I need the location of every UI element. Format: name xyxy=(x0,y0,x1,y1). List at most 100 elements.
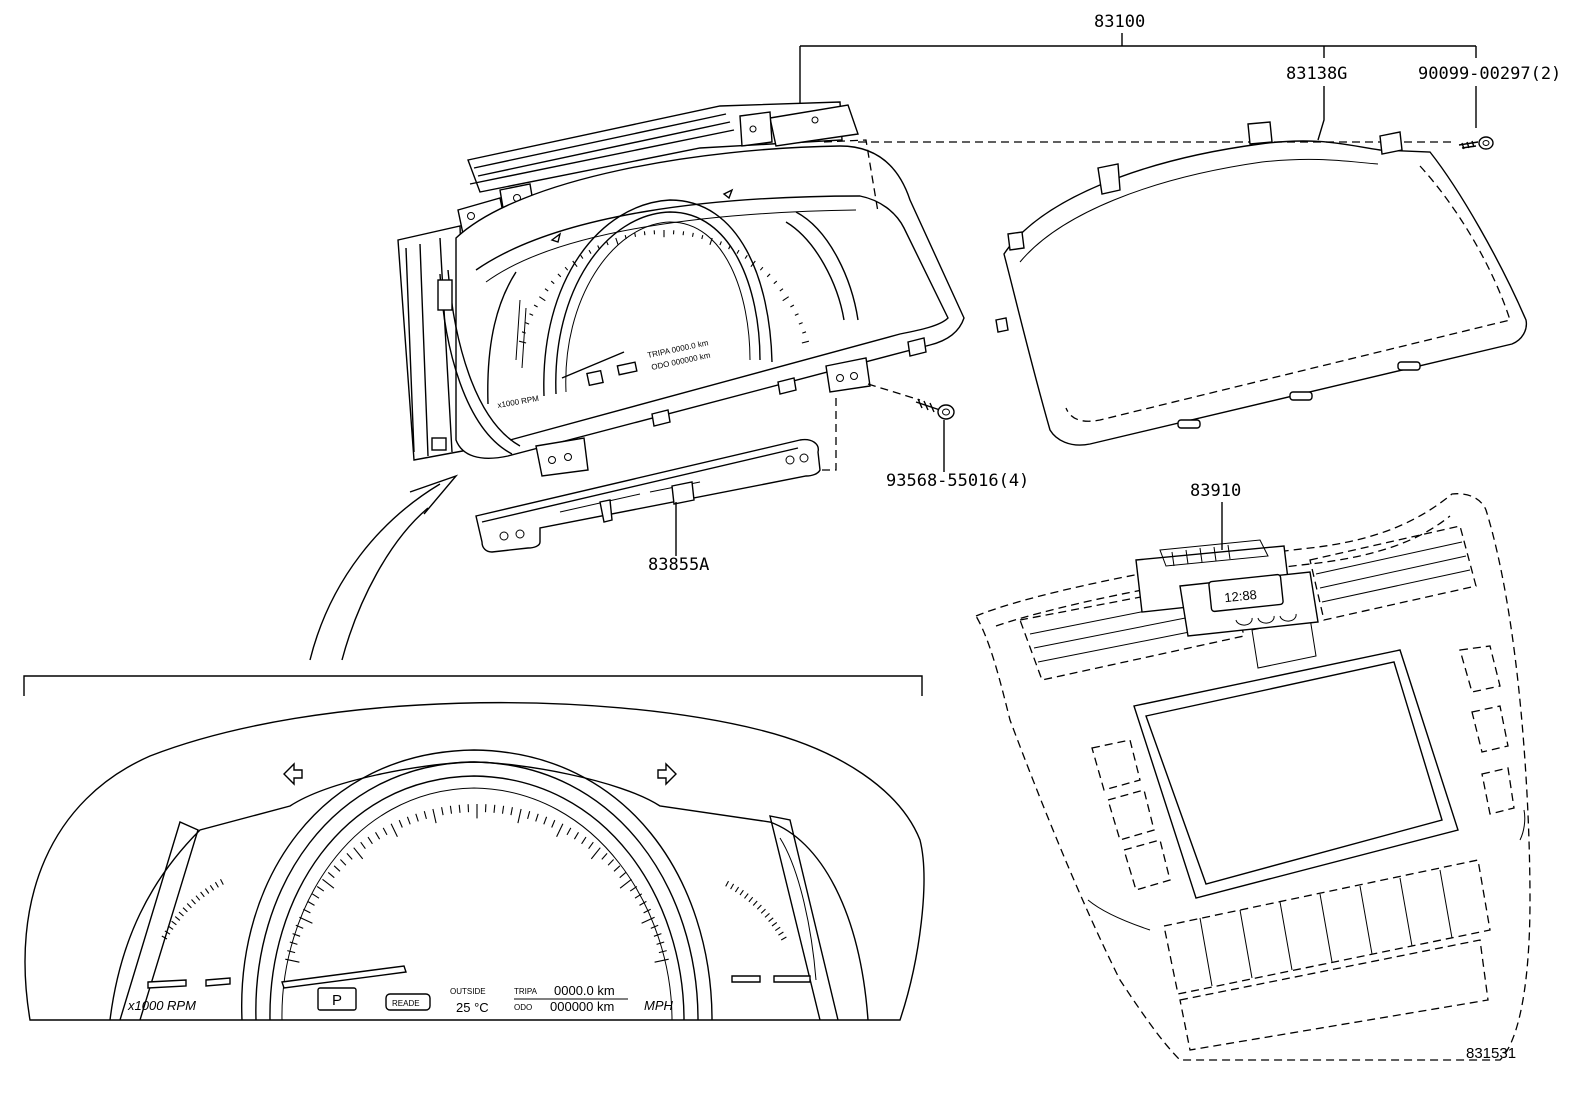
combination-meter-assembly: TRIPA 0000.0 km ODO 000000 km x1000 RPM xyxy=(397,101,965,477)
gauge-tick xyxy=(174,916,181,921)
right-turn-signal-icon xyxy=(657,762,677,786)
gear-indicator-box xyxy=(317,987,357,1011)
gauge-tick xyxy=(653,933,662,937)
gauge-tick xyxy=(639,900,647,906)
gauge-tick xyxy=(510,807,513,816)
gauge-tick xyxy=(643,231,646,236)
clock-display: 12:88 xyxy=(1224,587,1258,605)
gauge-tick xyxy=(606,241,609,246)
gauge-tick xyxy=(322,878,335,889)
gauge-tick xyxy=(493,804,496,813)
speed-unit: MPH xyxy=(644,998,674,1013)
gauge-tick xyxy=(581,836,587,845)
gauge-tick xyxy=(752,900,758,906)
trip-label: TRIPA xyxy=(514,987,538,996)
label-93568-55016: 93568-55016(4) xyxy=(886,471,1029,491)
clock-callout: 83910 xyxy=(1190,481,1241,550)
gauge-tick xyxy=(701,234,704,240)
gauge-tick xyxy=(458,804,461,813)
gear-indicator: P xyxy=(332,992,342,1009)
gauge-tick xyxy=(209,884,215,891)
tachometer-ticks xyxy=(161,879,224,940)
gauge-tick xyxy=(590,847,601,860)
assembly-callout: 83100 xyxy=(799,12,1477,112)
rpm-label: x1000 RPM xyxy=(127,998,196,1013)
gauge-tick xyxy=(525,322,530,325)
clock-unit: 12:88 xyxy=(1135,539,1319,637)
gauge-tick xyxy=(794,313,799,316)
gauge-tick xyxy=(801,340,810,344)
gauge-tick xyxy=(178,911,184,917)
gauge-tick xyxy=(730,883,735,890)
gauge-tick xyxy=(441,807,444,816)
gauge-tick xyxy=(327,871,335,879)
screw-icon xyxy=(1458,136,1494,150)
gauge-tick xyxy=(182,907,188,913)
gauge-tick xyxy=(756,904,762,910)
gauge-tick xyxy=(764,912,770,918)
gauge-tick xyxy=(656,941,665,945)
gauge-tick xyxy=(782,296,790,302)
gauge-tick xyxy=(750,260,756,268)
gauge-tick xyxy=(774,926,781,932)
gauge-tick xyxy=(543,816,548,825)
gauge-tick xyxy=(398,819,403,828)
gauge-tick xyxy=(607,859,614,866)
gauge-tick xyxy=(538,296,546,302)
screw-meter-callout: 93568-55016(4) xyxy=(816,383,1029,491)
label-83138G: 83138G xyxy=(1286,64,1347,84)
odo-value: 000000 km xyxy=(550,999,614,1014)
ready-indicator-box xyxy=(385,993,431,1011)
gauge-tick xyxy=(353,847,364,860)
gauge-tick xyxy=(709,237,713,245)
gauge-tick xyxy=(748,896,754,903)
gauge-tick xyxy=(728,245,731,250)
gauge-tick xyxy=(449,805,453,814)
lens-callout: 83138G xyxy=(1286,64,1347,141)
gauge-tick xyxy=(501,805,505,814)
bracket-83855A: 83855A xyxy=(475,438,821,575)
gauge-tick xyxy=(340,859,347,866)
gauge-tick xyxy=(299,916,313,924)
gauge-tick xyxy=(658,950,667,954)
right-gauge-ticks xyxy=(725,880,787,941)
label-90099-00297: 90099-00297(2) xyxy=(1418,64,1561,84)
gauge-tick xyxy=(588,841,594,850)
gauge-tick xyxy=(650,924,659,929)
detail-view: x1000 RPM P READE OUTSIDE 25 °C TRIPA 00… xyxy=(23,675,925,1021)
gauge-tick xyxy=(779,288,784,292)
label-83910: 83910 xyxy=(1190,481,1241,501)
gauge-tick xyxy=(220,879,224,885)
gauge-tick xyxy=(597,245,600,250)
screw-icon xyxy=(915,398,955,420)
gauge-tick xyxy=(375,832,381,840)
meter-lens-83138G xyxy=(995,121,1528,446)
gauge-tick xyxy=(725,880,729,887)
outside-temp: 25 °C xyxy=(456,1000,489,1015)
gauge-tick xyxy=(287,950,296,954)
odo-label: ODO xyxy=(514,1003,532,1012)
gauge-tick xyxy=(557,273,562,278)
gauge-tick xyxy=(624,234,627,240)
gauge-tick xyxy=(601,853,608,860)
gauge-tick xyxy=(292,933,301,937)
screw-lens-callout: 90099-00297(2) xyxy=(858,64,1561,150)
trip-value: 0000.0 km xyxy=(554,983,615,998)
gauge-tick xyxy=(682,231,685,236)
gauge-tick xyxy=(200,891,205,898)
gauge-tick xyxy=(406,816,411,825)
speedo-needle xyxy=(281,965,407,989)
detail-arrow xyxy=(309,474,459,661)
gauge-tick xyxy=(566,827,572,836)
gauge-tick xyxy=(415,813,419,822)
gauge-tick xyxy=(544,288,549,292)
gauge-tick xyxy=(556,823,564,838)
gauge-tick xyxy=(311,893,320,899)
gauge-tick xyxy=(771,921,778,927)
gauge-tick xyxy=(171,920,177,926)
dashboard-center-panel: 12:88 xyxy=(975,493,1531,1061)
gauge-tick xyxy=(164,930,171,935)
gauge-tick xyxy=(432,808,437,824)
gauge-tick xyxy=(204,888,210,894)
gauge-tick xyxy=(629,886,638,892)
